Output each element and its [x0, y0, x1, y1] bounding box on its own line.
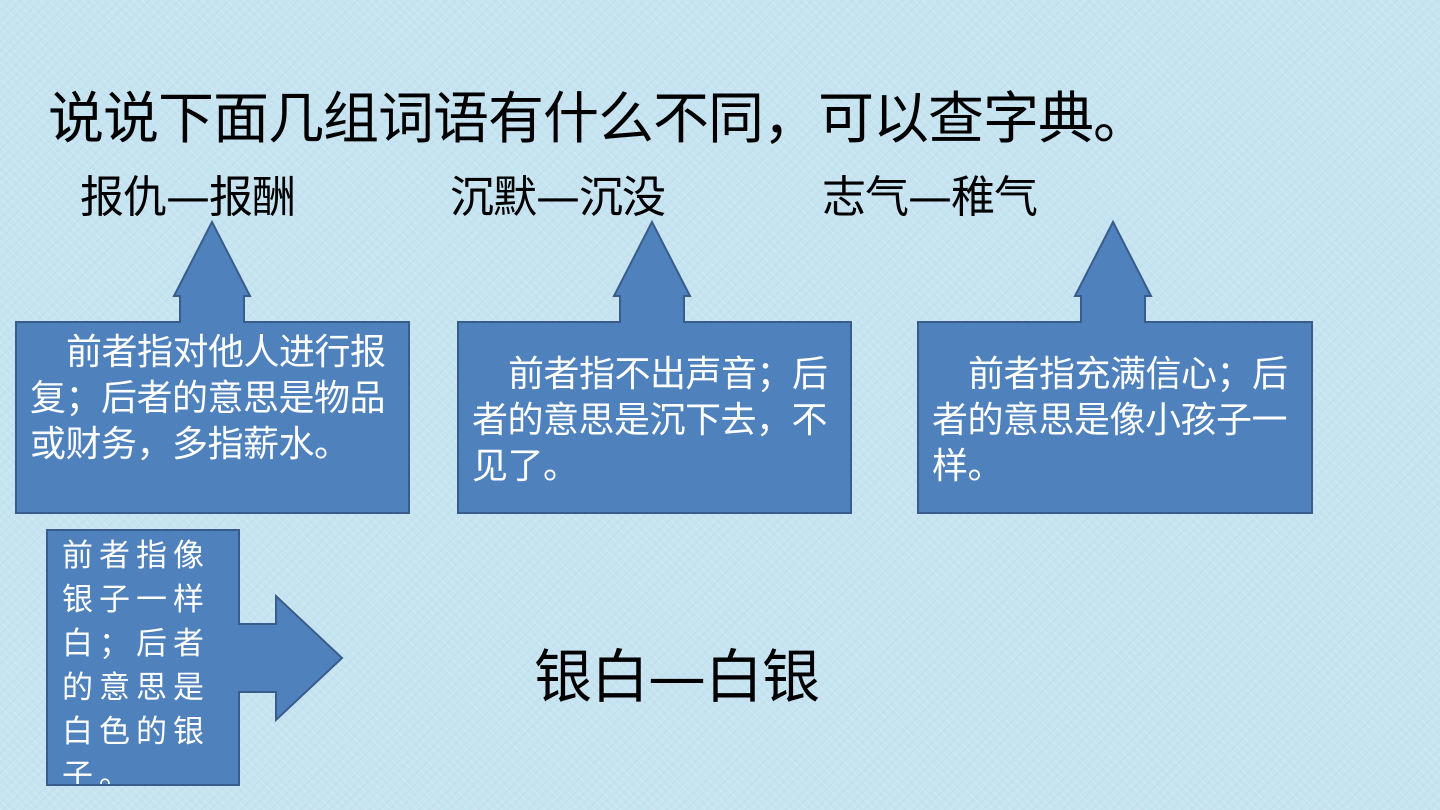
word-pair-2: 沉默—沉没 [450, 172, 666, 223]
word-pair-1: 报仇—报酬 [80, 172, 296, 223]
callout-text-4: 前者指像银子一样白；后者的意思是白色的银子。 [62, 538, 210, 784]
up-arrow-callout-2 [457, 219, 852, 514]
slide-title: 说说下面几组词语有什么不同，可以查字典。 [48, 87, 1149, 152]
up-arrow-callout-3 [917, 219, 1313, 514]
callout-text-1: 前者指对他人进行报复；后者的意思是物品或财务，多指薪水。 [30, 332, 386, 465]
up-arrow-callout-1 [15, 219, 410, 514]
word-pair-4: 银白—白银 [534, 643, 820, 711]
callout-text-3: 前者指充满信心；后者的意思是像小孩子一样。 [932, 354, 1288, 487]
right-arrow-callout-4 [46, 529, 344, 786]
callout-text-2: 前者指不出声音；后者的意思是沉下去，不见了。 [472, 354, 828, 487]
word-pair-3: 志气—稚气 [822, 172, 1038, 223]
